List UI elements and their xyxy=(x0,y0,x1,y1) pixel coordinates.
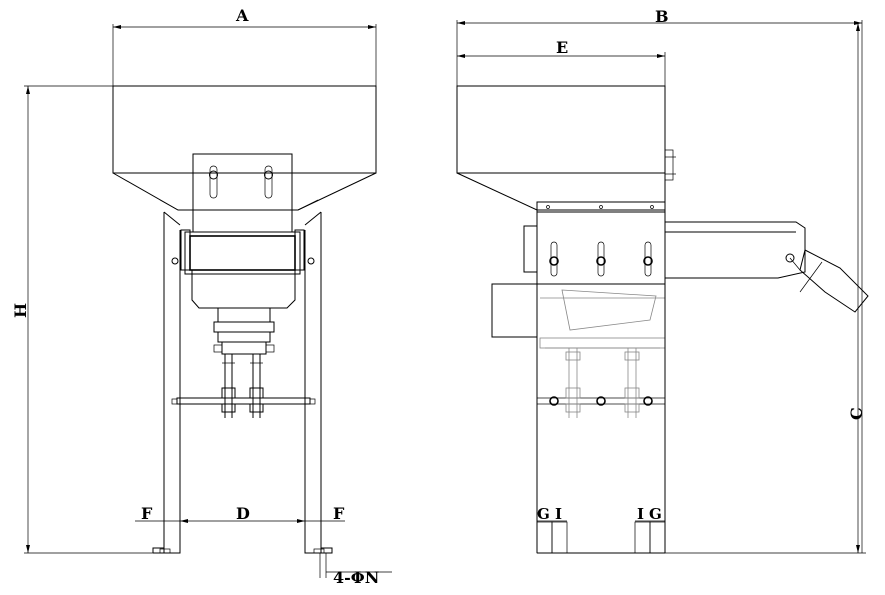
front-dimensions xyxy=(24,24,392,578)
dim-label-h: H xyxy=(11,303,30,318)
front-view xyxy=(112,85,377,554)
dim-label-f-left: F xyxy=(141,504,153,523)
dim-label-i-left: I xyxy=(555,505,562,523)
side-view xyxy=(456,85,869,554)
dim-label-b: B xyxy=(655,7,669,26)
dim-label-c: C xyxy=(847,407,866,420)
dim-label-a: A xyxy=(235,6,249,25)
dim-label-g-right: G xyxy=(649,505,662,523)
dim-label-d: D xyxy=(236,504,250,523)
dim-label-i-right: I xyxy=(637,505,644,523)
hole-callout: 4-ΦN xyxy=(333,568,379,587)
dim-label-e: E xyxy=(556,38,568,57)
dim-label-f-right: F xyxy=(333,504,345,523)
dim-label-g-left: G xyxy=(537,505,550,523)
side-dimensions xyxy=(456,20,866,554)
